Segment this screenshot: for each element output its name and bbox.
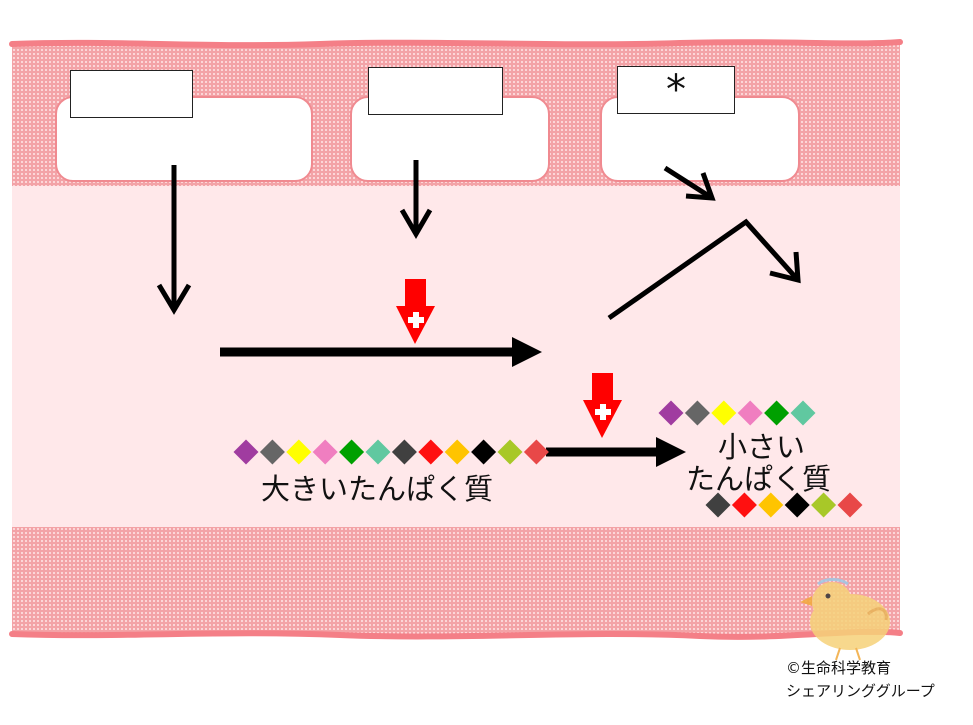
down-arrow-middle — [399, 160, 433, 239]
big-protein-bead-0 — [233, 439, 259, 465]
big-protein-bead-3 — [312, 439, 338, 465]
big-protein-bead-5 — [365, 439, 391, 465]
small-protein-bottom-bead-0 — [705, 492, 731, 518]
chick-icon — [800, 578, 890, 661]
down-arrow-left — [156, 165, 192, 315]
small-protein-top-bead-0 — [658, 400, 684, 426]
small-protein-top-bead-1 — [684, 400, 710, 426]
enzyme-arrow-1 — [396, 279, 435, 344]
lower-tissue-layer — [12, 527, 900, 635]
digestion-arrow — [546, 437, 686, 467]
big-protein-bead-4 — [339, 439, 365, 465]
label-box-right[interactable]: * — [617, 66, 735, 114]
credit-line-2: シェアリンググループ — [786, 682, 935, 700]
small-protein-bottom-bead-3 — [784, 492, 810, 518]
label-box-middle[interactable] — [368, 67, 503, 115]
big-protein-bead-1 — [259, 439, 285, 465]
label-box-left[interactable] — [70, 70, 193, 118]
small-protein-bottom-bead-4 — [811, 492, 837, 518]
small-protein-bottom-bead-2 — [758, 492, 784, 518]
big-protein-bead-11 — [523, 439, 549, 465]
small-protein-top-bead-5 — [790, 400, 816, 426]
big-protein-bead-6 — [391, 439, 417, 465]
zigzag-arrow — [607, 218, 801, 321]
small-protein-top-bead-4 — [764, 400, 790, 426]
big-protein-bead-9 — [471, 439, 497, 465]
small-protein-top-bead-3 — [737, 400, 763, 426]
big-protein-bead-2 — [286, 439, 312, 465]
diagonal-arrow-right — [663, 165, 716, 201]
upper-membrane-line — [9, 39, 903, 49]
big-protein-bead-10 — [497, 439, 523, 465]
lower-membrane-line — [9, 628, 903, 640]
big-protein-bead-7 — [418, 439, 444, 465]
enzyme-arrow-2 — [583, 373, 622, 438]
big-protein-bead-8 — [444, 439, 470, 465]
credit-line-1: ©生命科学教育 — [786, 659, 892, 677]
small-protein-label-line2: たんぱく質 — [686, 462, 832, 496]
small-protein-bottom-bead-1 — [731, 492, 757, 518]
big-protein-label: 大きいたんぱく質 — [261, 472, 494, 506]
small-protein-bottom-bead-5 — [837, 492, 863, 518]
small-protein-top-bead-2 — [711, 400, 737, 426]
horizontal-arrow-long — [220, 337, 542, 367]
small-protein-label-line1: 小さい — [718, 430, 806, 464]
